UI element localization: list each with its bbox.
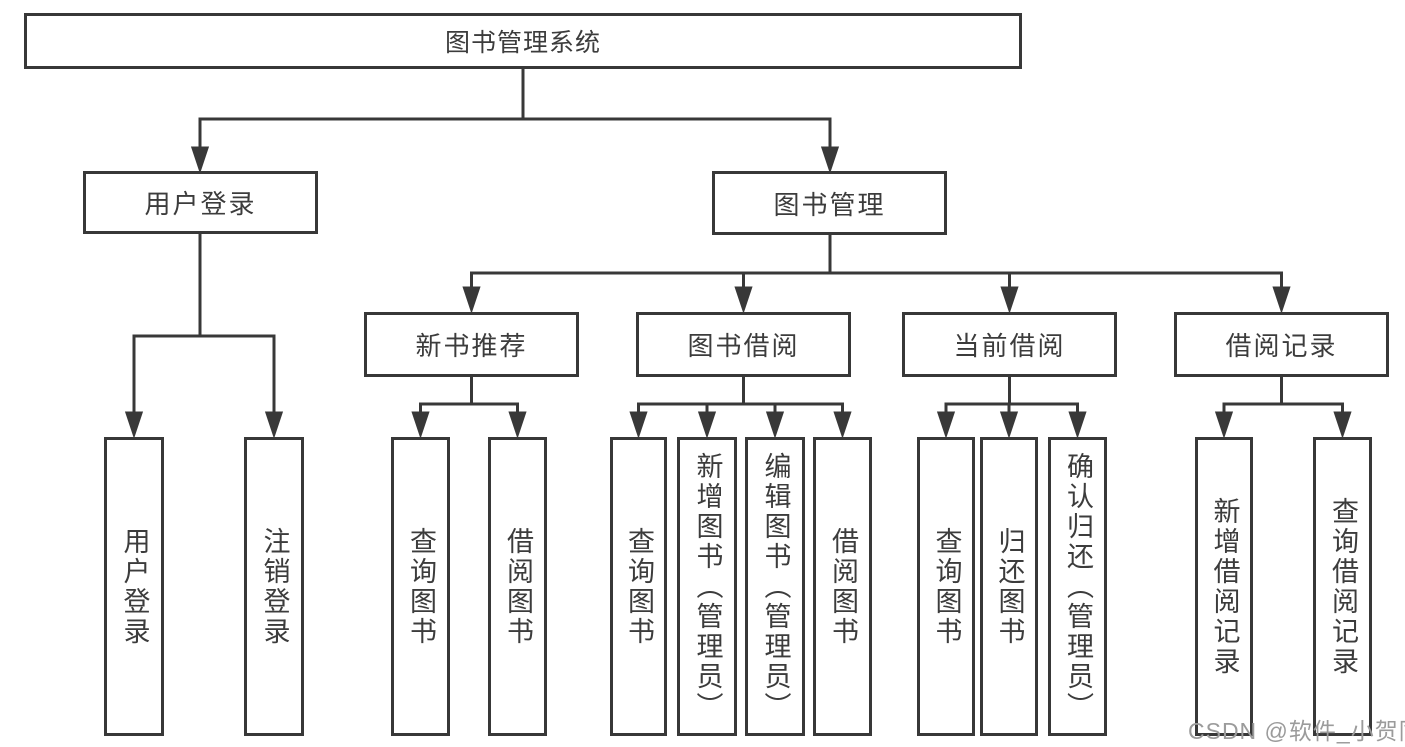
csdn-watermark: CSDN @软件_小贺同学 xyxy=(1188,718,1405,744)
node-book-borrow: 图书借阅 xyxy=(636,312,851,377)
node-borrow-records: 借阅记录 xyxy=(1174,312,1389,377)
node-user-login: 用户登录 xyxy=(83,171,318,234)
leaf-confirm-return-admin: 确认归还（管理员） xyxy=(1048,437,1107,736)
leaf-add-books-admin: 新增图书（管理员） xyxy=(677,437,737,736)
leaf-logout: 注销登录 xyxy=(244,437,304,736)
leaf-user-login: 用户登录 xyxy=(104,437,164,736)
leaf-query-books-borrow: 查询图书 xyxy=(610,437,667,736)
leaf-return-books: 归还图书 xyxy=(980,437,1038,736)
node-new-book-recommend: 新书推荐 xyxy=(364,312,579,377)
node-book-management: 图书管理 xyxy=(712,171,947,235)
leaf-borrow-books-recommend: 借阅图书 xyxy=(488,437,547,736)
leaf-borrow-books: 借阅图书 xyxy=(813,437,872,736)
leaf-edit-books-admin: 编辑图书（管理员） xyxy=(745,437,805,736)
leaf-query-books-current: 查询图书 xyxy=(917,437,975,736)
leaf-query-books-recommend: 查询图书 xyxy=(391,437,450,736)
node-current-borrow: 当前借阅 xyxy=(902,312,1117,377)
leaf-add-borrow-record: 新增借阅记录 xyxy=(1195,437,1253,736)
leaf-query-borrow-record: 查询借阅记录 xyxy=(1313,437,1372,736)
node-root: 图书管理系统 xyxy=(24,13,1022,69)
